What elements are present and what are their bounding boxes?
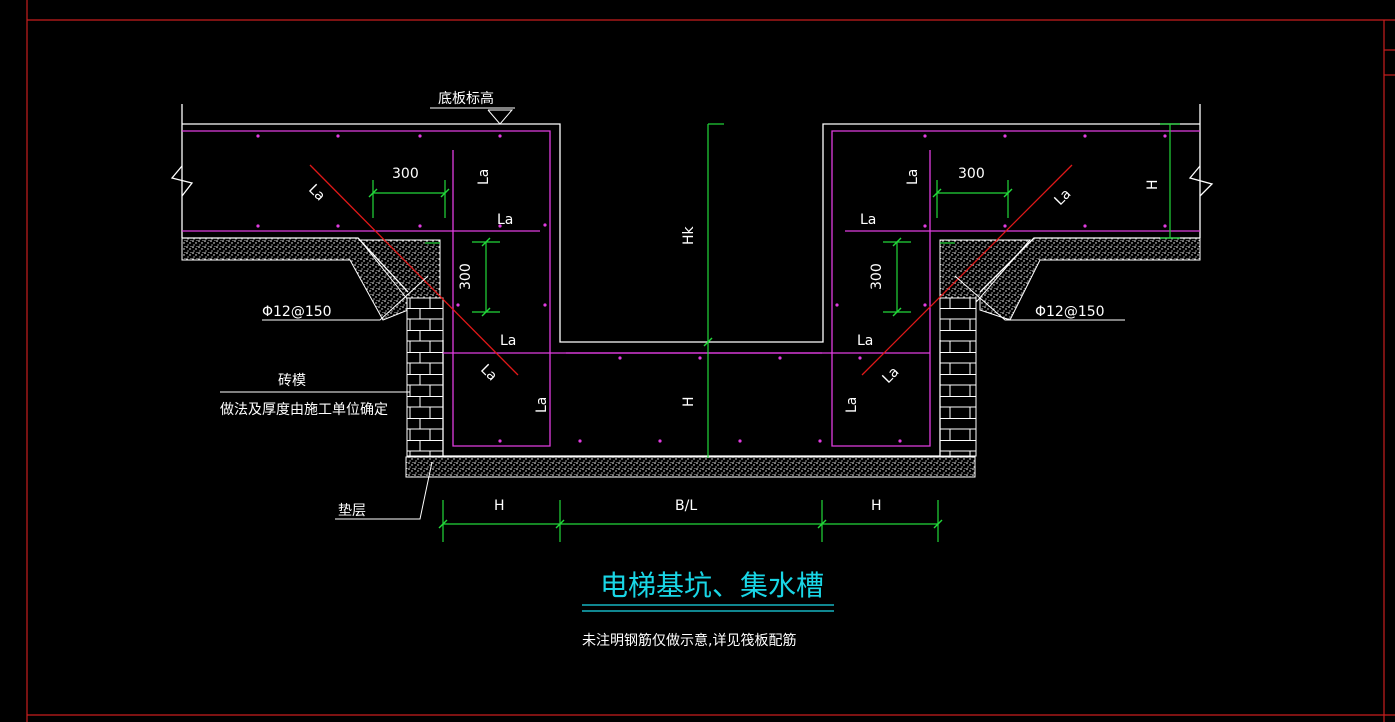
dimension-h: H xyxy=(1145,179,1161,190)
dimension-300: 300 xyxy=(869,263,885,290)
dimension-lines xyxy=(372,123,1180,542)
concrete-outline xyxy=(170,104,1214,457)
dimension-300: 300 xyxy=(392,166,419,182)
dimension-ticks xyxy=(368,188,1013,529)
la-label: La xyxy=(905,169,921,185)
la-label: La xyxy=(857,333,873,349)
la-label: La xyxy=(305,182,328,205)
la-label: La xyxy=(1052,186,1075,209)
cushion-layer xyxy=(181,237,1201,478)
la-label: La xyxy=(860,212,876,228)
rebar-spec-left: Φ12@150 xyxy=(262,304,332,320)
la-label: La xyxy=(500,333,516,349)
rebar-spec-right: Φ12@150 xyxy=(1035,304,1105,320)
elevation-marker xyxy=(430,107,515,125)
slab-elevation-label: 底板标高 xyxy=(438,90,494,107)
drawing-frame xyxy=(26,0,1395,722)
rebar-dots xyxy=(256,134,1167,443)
title-underline xyxy=(582,604,834,612)
dimension-hk: Hk xyxy=(681,225,697,245)
cushion-label: 垫层 xyxy=(338,503,366,519)
la-label: La xyxy=(476,169,492,185)
la-label: La xyxy=(844,397,860,413)
la-label: La xyxy=(880,364,903,387)
diagonal-bars xyxy=(309,164,1073,376)
dimension-h: H xyxy=(681,396,697,407)
brick-mold-note: 做法及厚度由施工单位确定 xyxy=(220,402,388,418)
drawing-note: 未注明钢筋仅做示意,详见筏板配筋 xyxy=(582,632,796,649)
brick-mold-label: 砖模 xyxy=(278,373,306,389)
dimension-h: H xyxy=(494,498,505,514)
la-label: La xyxy=(497,212,513,228)
la-label: La xyxy=(477,362,500,385)
dimension-300: 300 xyxy=(958,166,985,182)
la-label: La xyxy=(534,397,550,413)
leader-lines xyxy=(220,275,1125,520)
drawing-title: 电梯基坑、集水槽 xyxy=(600,569,824,602)
rebar-lines xyxy=(182,130,1200,447)
dimension-h: H xyxy=(871,498,882,514)
dimension-300: 300 xyxy=(458,263,474,290)
dimension-b-over-l: B/L xyxy=(675,498,697,514)
